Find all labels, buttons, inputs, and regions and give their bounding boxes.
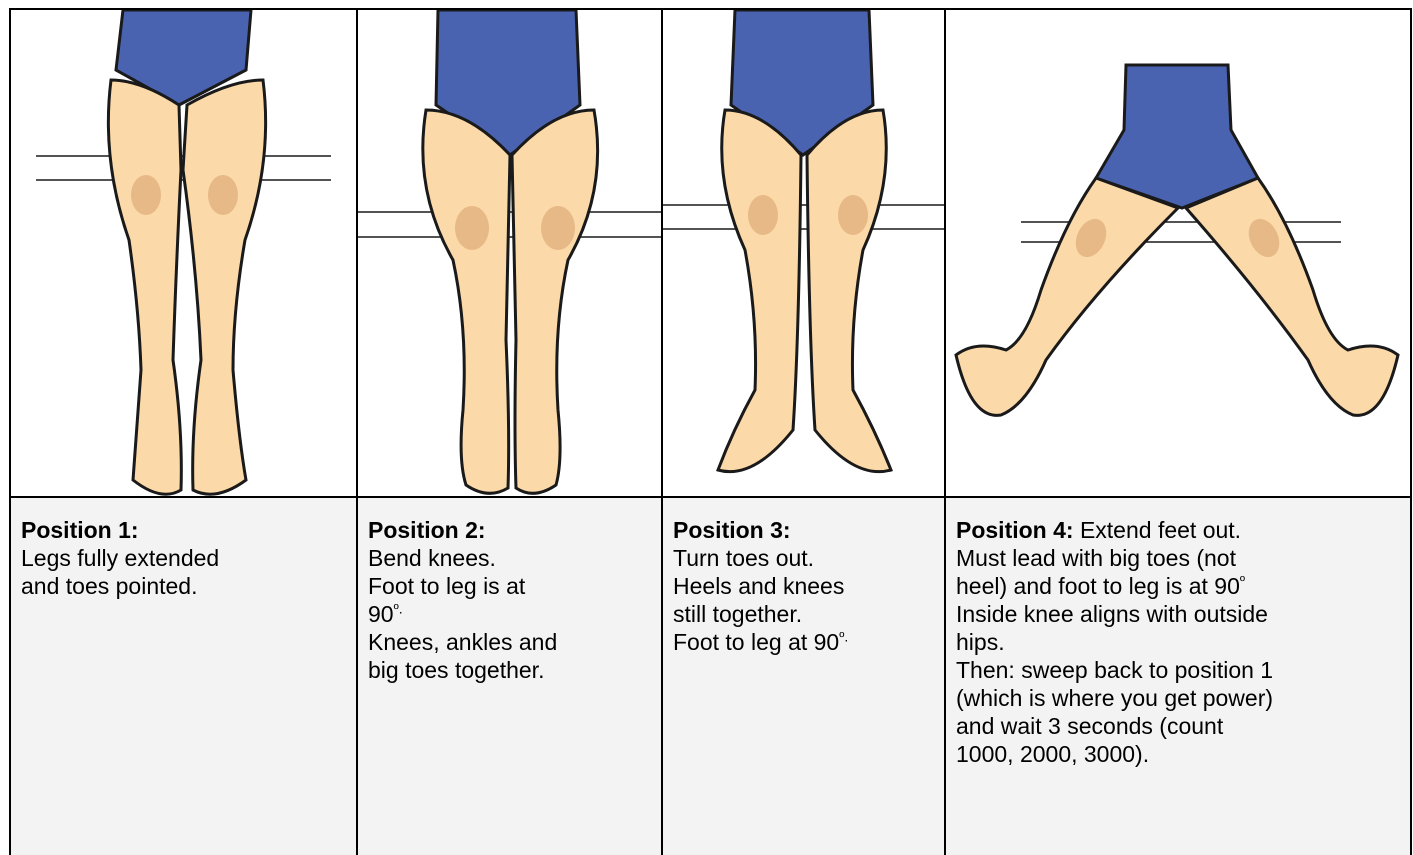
- position-4-inline-text: Extend feet out.: [1074, 517, 1242, 543]
- position-3-degree-mark: º.: [839, 628, 848, 644]
- position-1-line-1: Legs fully extended: [21, 544, 346, 572]
- position-3-line-1: Turn toes out.: [673, 544, 934, 572]
- position-4-illustration: [944, 8, 1412, 496]
- position-1-caption: Position 1: Legs fully extended and toes…: [9, 496, 356, 855]
- position-4-line-2: heel) and foot to leg is at 90º: [956, 572, 1400, 600]
- position-4-caption: Position 4: Extend feet out. Must lead w…: [944, 496, 1412, 855]
- position-3-line-4: Foot to leg at 90º.: [673, 628, 934, 656]
- leg-positions-table: Position 1: Legs fully extended and toes…: [9, 8, 1412, 855]
- position-4-degree-mark: º: [1240, 572, 1245, 588]
- position-3-caption: Position 3: Turn toes out. Heels and kne…: [661, 496, 944, 855]
- position-3-line-3: still together.: [673, 600, 934, 628]
- position-2-line-2: Foot to leg is at: [368, 572, 651, 600]
- position-2-angle-value: 90: [368, 601, 394, 627]
- position-3-heading: Position 3:: [673, 516, 934, 544]
- position-2-heading: Position 2:: [368, 516, 651, 544]
- position-3-illustration: [661, 8, 944, 496]
- position-4-line-4: hips.: [956, 628, 1400, 656]
- position-4-angle-text: heel) and foot to leg is at 90: [956, 573, 1240, 599]
- position-2-line-4: Knees, ankles and: [368, 628, 651, 656]
- position-2-illustration: [356, 8, 661, 496]
- position-1-illustration: [9, 8, 356, 496]
- position-3-angle-text: Foot to leg at 90: [673, 629, 839, 655]
- position-4-heading: Position 4:: [956, 517, 1074, 543]
- position-4-line-8: 1000, 2000, 3000).: [956, 740, 1400, 768]
- position-2-caption: Position 2: Bend knees. Foot to leg is a…: [356, 496, 661, 855]
- position-2-degree-mark: º.: [394, 600, 403, 616]
- position-4-line-1: Must lead with big toes (not: [956, 544, 1400, 572]
- position-4-line-6: (which is where you get power): [956, 684, 1400, 712]
- position-2-line-5: big toes together.: [368, 656, 651, 684]
- position-3-line-2: Heels and knees: [673, 572, 934, 600]
- position-4-first-line: Position 4: Extend feet out.: [956, 516, 1400, 544]
- position-4-line-5: Then: sweep back to position 1: [956, 656, 1400, 684]
- position-4-line-3: Inside knee aligns with outside: [956, 600, 1400, 628]
- position-1-heading: Position 1:: [21, 516, 346, 544]
- position-2-line-3: 90º.: [368, 600, 651, 628]
- position-4-line-7: and wait 3 seconds (count: [956, 712, 1400, 740]
- position-1-line-2: and toes pointed.: [21, 572, 346, 600]
- position-2-line-1: Bend knees.: [368, 544, 651, 572]
